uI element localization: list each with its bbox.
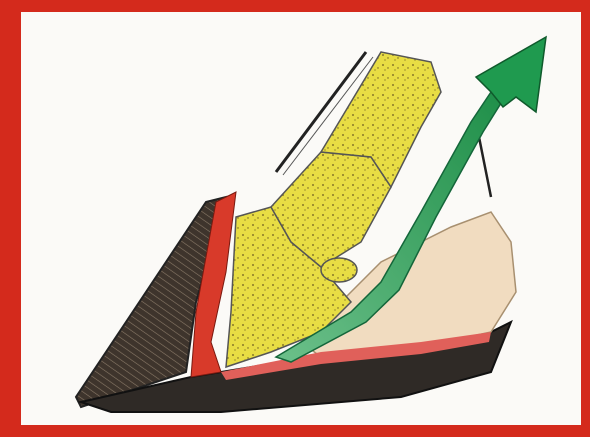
hoof-illustration: [21, 12, 581, 425]
illustration-canvas: [21, 12, 581, 425]
navicular-bone: [321, 258, 357, 282]
